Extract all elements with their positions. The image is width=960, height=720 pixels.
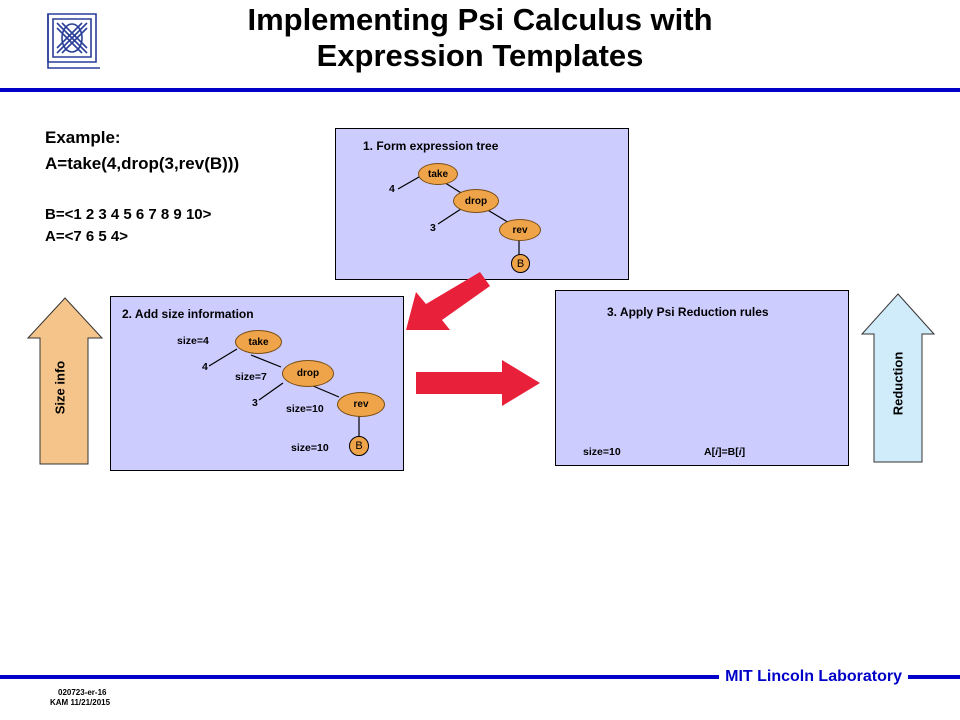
size-info-arrow [26,297,104,465]
size-label-leaf: size=10 [291,442,329,454]
panel-expression-tree: 1. Form expression tree take drop rev B … [335,128,629,280]
size-label-rev: size=10 [286,403,324,415]
size-tree-node-drop: drop [282,360,334,387]
size-tree-node-rev: rev [337,392,385,417]
size-info-label: Size info [52,360,68,415]
equation-index-1: i [715,446,719,458]
tree-node-drop: drop [453,189,499,213]
reduction-arrow [860,293,936,463]
tree-node-rev: rev [499,219,541,241]
arrow-to-size-info [406,272,490,330]
equation-mid: ]=B[ [718,446,739,458]
panel-3-title: 3. Apply Psi Reduction rules [607,305,769,319]
panel-size-information: 2. Add size information take drop rev B … [110,296,404,471]
equation-end: ] [741,446,746,458]
footer-rule [0,675,960,679]
tree-arg-4: 4 [389,183,395,195]
example-heading: Example: [45,128,121,147]
reduction-size-label: size=10 [583,446,621,458]
tree-node-take: take [418,163,458,185]
equation-index-2: i [738,446,742,458]
mit-ll-logo [47,13,100,69]
tree-leaf-b: B [511,254,530,273]
page-title: Implementing Psi Calculus with Expressio… [150,2,810,74]
size-tree-node-take: take [235,330,282,354]
equation-a: A[ [704,446,716,458]
panel-1-title: 1. Form expression tree [363,139,499,153]
title-line-2: Expression Templates [316,38,644,73]
size-tree-leaf-b: B [349,436,369,456]
footer-author-date: KAM 11/21/2015 [50,698,111,707]
header-rule [0,88,960,92]
reduction-label: Reduction [890,351,906,416]
size-label-drop: size=7 [235,371,267,383]
example-b-definition: B=<1 2 3 4 5 6 7 8 9 10> [45,206,212,223]
panel-psi-reduction: 3. Apply Psi Reduction rules size=10 A[i… [555,290,849,466]
reduction-equation: A[i]=B[i] [704,446,745,458]
size-tree-arg-4: 4 [202,361,208,373]
example-expression: A=take(4,drop(3,rev(B))) [45,154,240,173]
panel-2-title: 2. Add size information [122,307,254,321]
size-label-take: size=4 [177,335,209,347]
title-line-1: Implementing Psi Calculus with [247,2,713,37]
tree-arg-3: 3 [430,222,436,234]
footer-code: 020723-er-16 [58,688,107,697]
mit-lincoln-laboratory-label: MIT Lincoln Laboratory [719,668,908,686]
size-tree-arg-3: 3 [252,397,258,409]
arrow-to-reduction [416,360,540,406]
example-a-definition: A=<7 6 5 4> [45,228,128,245]
